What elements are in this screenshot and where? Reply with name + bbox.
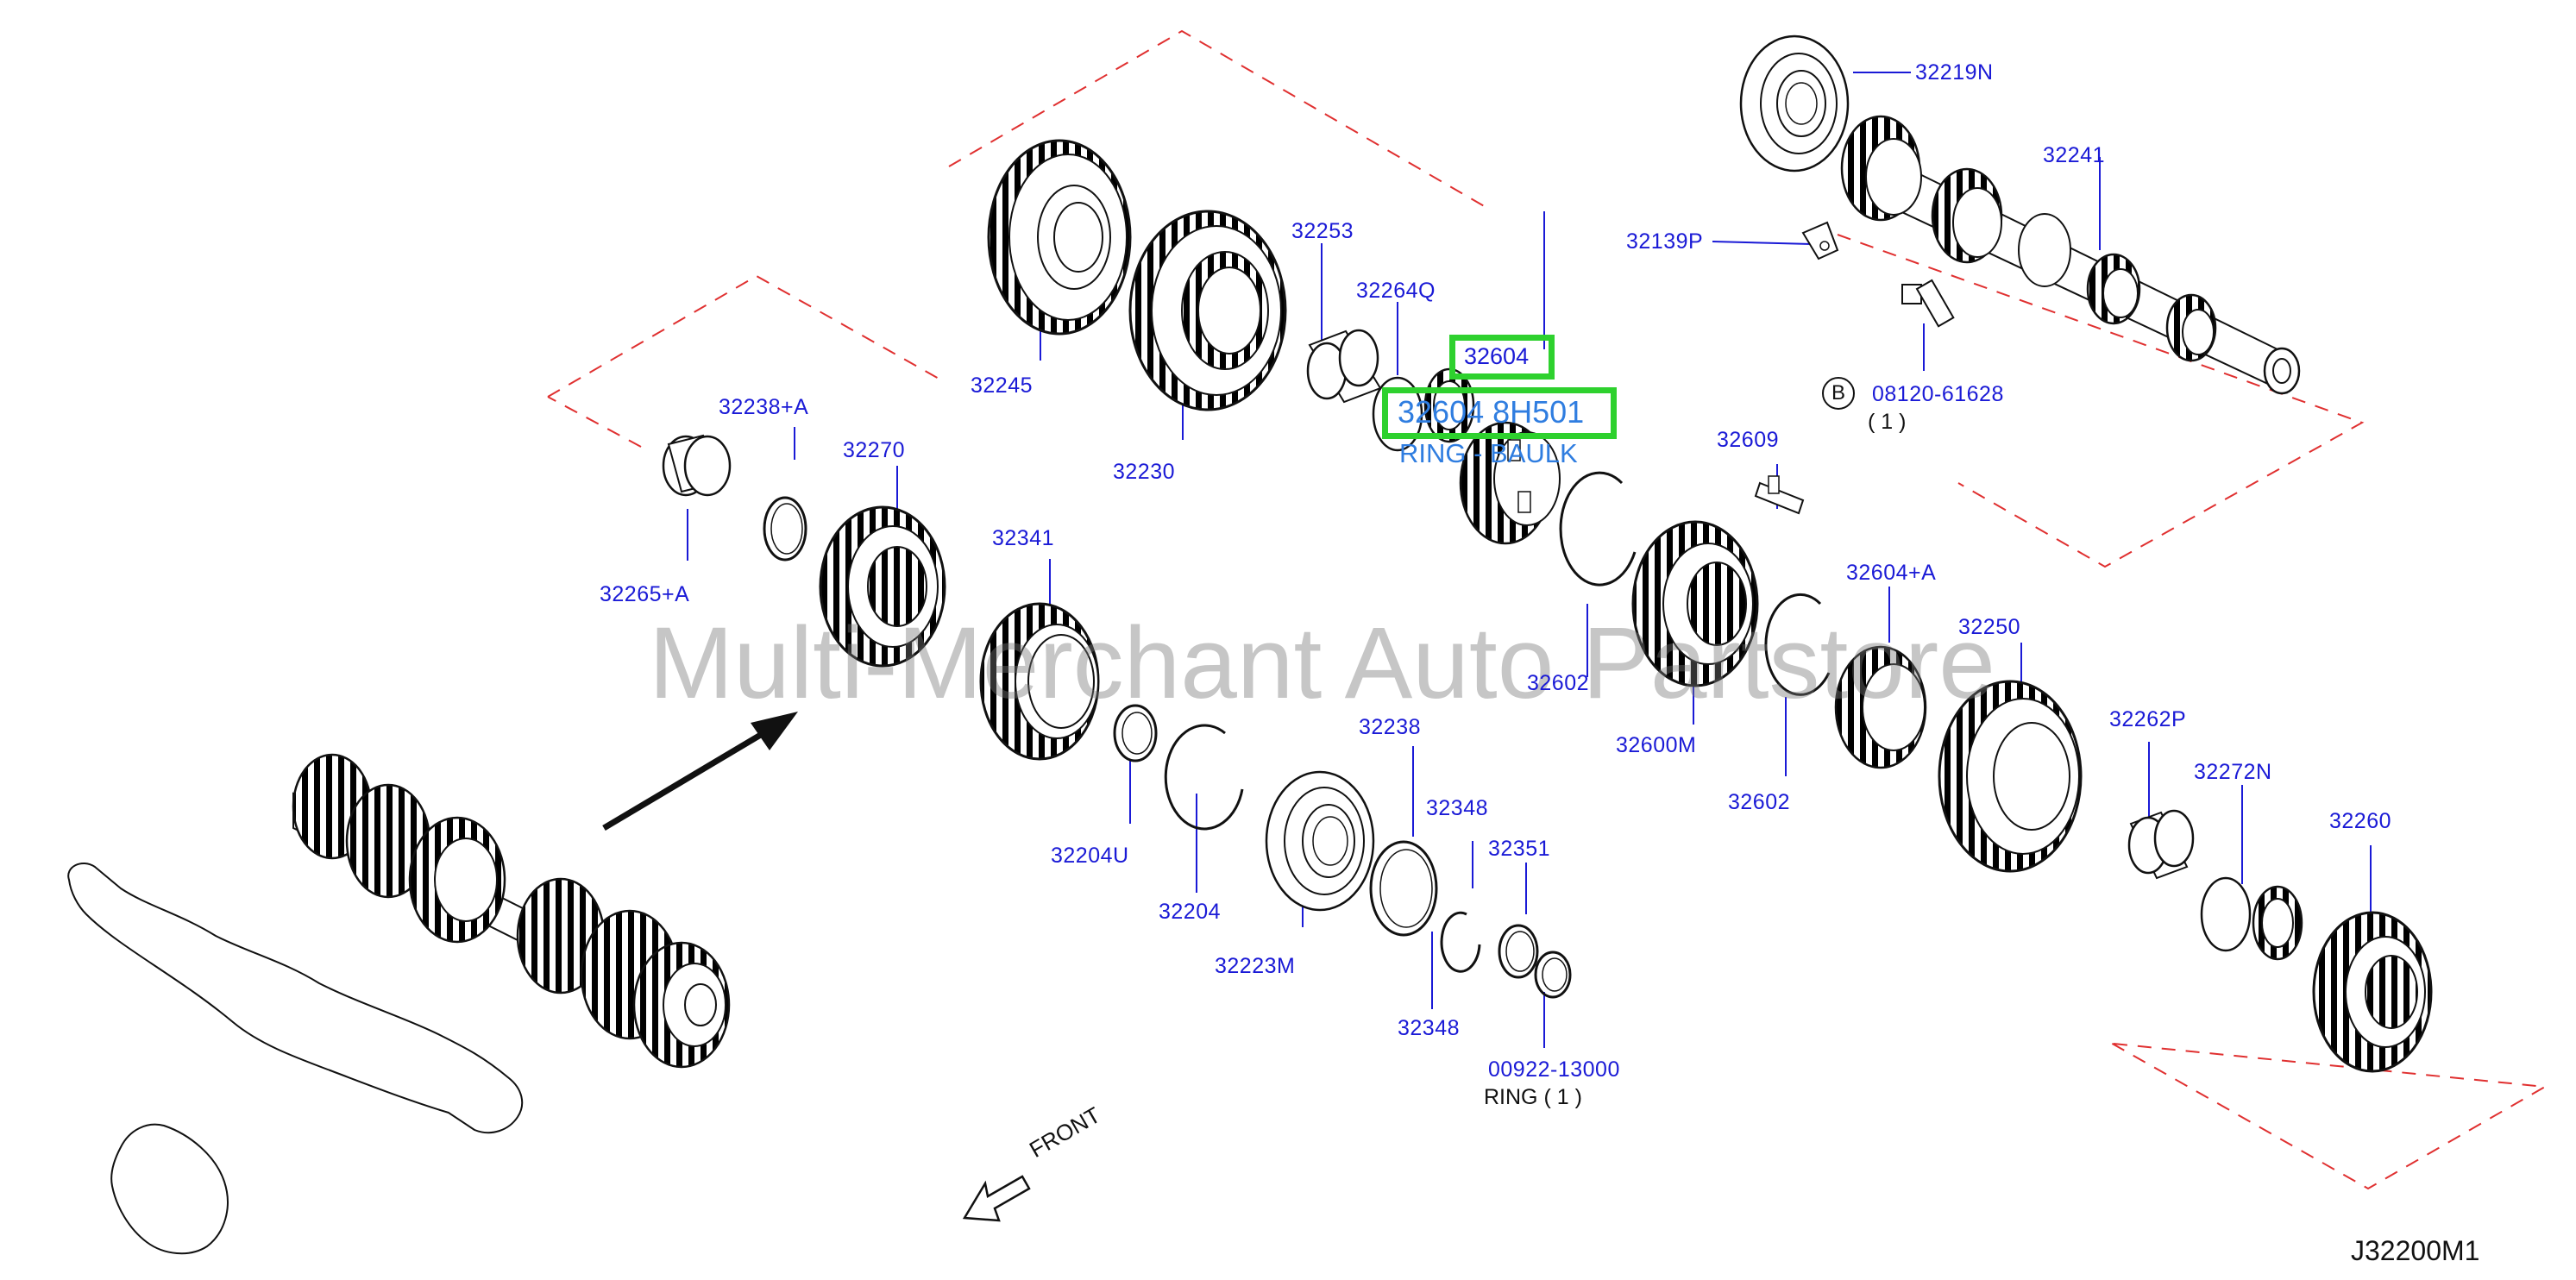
gear-32250 — [1938, 680, 2083, 873]
desc-00922-13000: RING ( 1 ) — [1484, 1085, 1582, 1109]
ring-00922-13000 — [1534, 951, 1572, 999]
label-32270[interactable]: 32270 — [843, 438, 906, 462]
label-32341[interactable]: 32341 — [992, 526, 1055, 550]
label-32264Q[interactable]: 32264Q — [1356, 279, 1436, 303]
shaft-32241 — [1840, 115, 2301, 395]
snap-ring-32602-lower — [1764, 593, 1831, 696]
label-32260[interactable]: 32260 — [2329, 809, 2392, 833]
label-32204U[interactable]: 32204U — [1051, 844, 1129, 868]
label-32241[interactable]: 32241 — [2043, 143, 2106, 167]
case-outline — [67, 863, 524, 1255]
gear-32260 — [2312, 911, 2433, 1073]
label-32272N[interactable]: 32272N — [2194, 760, 2272, 784]
ring-32238A — [763, 496, 807, 562]
snap-ring-32602-upper — [1559, 471, 1637, 587]
label-32230[interactable]: 32230 — [1113, 460, 1176, 484]
label-08120-61628[interactable]: 08120-61628 — [1872, 382, 2004, 406]
assembled-mainshaft — [292, 753, 731, 1069]
label-32250[interactable]: 32250 — [1958, 615, 2021, 639]
label-32253[interactable]: 32253 — [1291, 219, 1354, 243]
label-32219N[interactable]: 32219N — [1915, 60, 1994, 85]
highlight-box-part-number[interactable] — [1382, 387, 1617, 439]
snap-ring-32204 — [1164, 724, 1244, 831]
label-32604A[interactable]: 32604+A — [1846, 561, 1937, 585]
front-direction-arrow — [962, 1175, 1031, 1222]
label-32245[interactable]: 32245 — [971, 373, 1034, 398]
bearing-32223M — [1265, 770, 1375, 912]
label-32262P[interactable]: 32262P — [2109, 707, 2187, 731]
label-00922-13000[interactable]: 00922-13000 — [1488, 1057, 1620, 1082]
qty-08120-61628: ( 1 ) — [1868, 410, 1907, 434]
highlight-description: RING - BAULK — [1399, 438, 1578, 468]
label-32238[interactable]: 32238 — [1359, 715, 1422, 739]
bearing-32219N — [1739, 35, 1850, 173]
hub-32600M — [1631, 520, 1759, 687]
label-32348-lower[interactable]: 32348 — [1398, 1016, 1461, 1040]
insert-32609 — [1754, 475, 1805, 515]
leader-lines — [687, 72, 2372, 1048]
assembly-arrow — [602, 712, 798, 831]
label-32602-upper[interactable]: 32602 — [1527, 671, 1590, 695]
gear-32270 — [819, 505, 946, 668]
bushing-32262P — [2127, 809, 2195, 880]
gear-32245 — [987, 139, 1132, 336]
baulk-ring-32604A — [1834, 645, 1927, 769]
ring-32204U — [1113, 704, 1158, 762]
snap-ring-32348 — [1440, 911, 1481, 973]
gear-32341 — [979, 602, 1100, 761]
label-32609[interactable]: 32609 — [1717, 428, 1780, 452]
label-32204[interactable]: 32204 — [1159, 900, 1222, 924]
plate-32139P — [1801, 221, 1839, 260]
assembly-boundary-lines — [547, 29, 2548, 1190]
needle-bearing-32272N — [2200, 876, 2303, 961]
bolt-reference-circle: B — [1822, 377, 1855, 410]
gear-32230 — [1128, 210, 1287, 411]
baulk-ring-32604 — [1459, 421, 1561, 545]
ring-32238 — [1369, 840, 1438, 937]
bolt-08120-61628 — [1901, 279, 1955, 328]
label-32223M[interactable]: 32223M — [1215, 954, 1296, 978]
highlight-part-number: 32604 8H501 — [1398, 394, 1585, 430]
label-32238A[interactable]: 32238+A — [719, 395, 809, 419]
label-32139P[interactable]: 32139P — [1626, 229, 1704, 254]
ring-32351 — [1498, 924, 1539, 979]
highlight-ref: 32604 — [1464, 343, 1530, 369]
bushing-32265A — [662, 434, 732, 497]
label-32348-upper[interactable]: 32348 — [1426, 796, 1489, 820]
label-32351[interactable]: 32351 — [1488, 837, 1551, 861]
highlight-box-ref[interactable] — [1449, 335, 1555, 380]
diagram-code: J32200M1 — [2351, 1235, 2480, 1266]
label-32602-lower[interactable]: 32602 — [1728, 790, 1791, 814]
label-32600M[interactable]: 32600M — [1616, 733, 1697, 757]
label-32265A[interactable]: 32265+A — [600, 582, 690, 606]
bushing-32253 — [1306, 329, 1382, 404]
